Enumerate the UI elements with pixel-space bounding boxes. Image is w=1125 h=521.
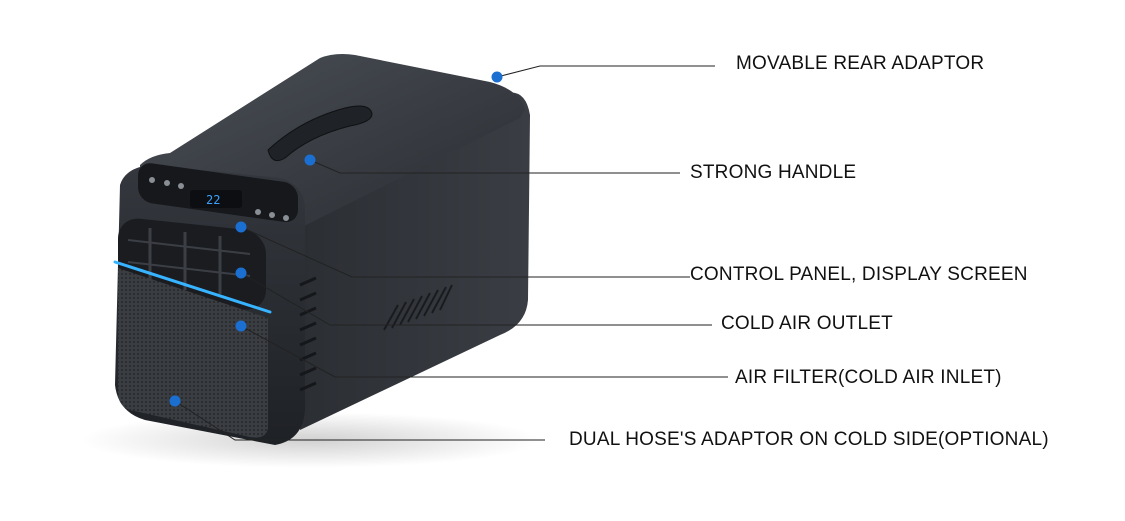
display-screen: 22 — [190, 190, 242, 208]
panel-button-icon — [283, 215, 289, 221]
marker-control-panel — [235, 221, 247, 233]
marker-rear-adaptor — [491, 71, 503, 83]
panel-button-icon — [149, 177, 155, 183]
marker-handle — [304, 154, 316, 166]
callout-markers — [169, 71, 503, 407]
label-dual-hose-adaptor: DUAL HOSE'S ADAPTOR ON COLD SIDE(OPTIONA… — [569, 429, 1049, 450]
panel-button-icon — [178, 183, 184, 189]
label-movable-rear-adaptor: MOVABLE REAR ADAPTOR — [736, 53, 985, 74]
marker-hose-adaptor — [169, 395, 181, 407]
panel-button-icon — [269, 212, 275, 218]
side-grille — [383, 284, 453, 331]
accent-glow-strip — [113, 260, 272, 314]
leader-lines — [174, 65, 728, 441]
unit-side-panel — [300, 92, 530, 430]
label-air-filter: AIR FILTER(COLD AIR INLET) — [735, 367, 1002, 388]
marker-air-filter — [235, 320, 247, 332]
panel-button-icon — [164, 180, 170, 186]
carry-handle — [267, 105, 373, 162]
label-strong-handle: STRONG HANDLE — [690, 162, 857, 183]
panel-button-icon — [255, 209, 261, 215]
display-readout: 22 — [206, 193, 220, 207]
air-filter-grille — [118, 268, 268, 438]
label-cold-air-outlet: COLD AIR OUTLET — [721, 313, 893, 334]
label-control-panel-display-screen: CONTROL PANEL, DISPLAY SCREEN — [690, 264, 1028, 285]
marker-cold-outlet — [235, 267, 247, 279]
side-vent-slots — [299, 276, 317, 392]
